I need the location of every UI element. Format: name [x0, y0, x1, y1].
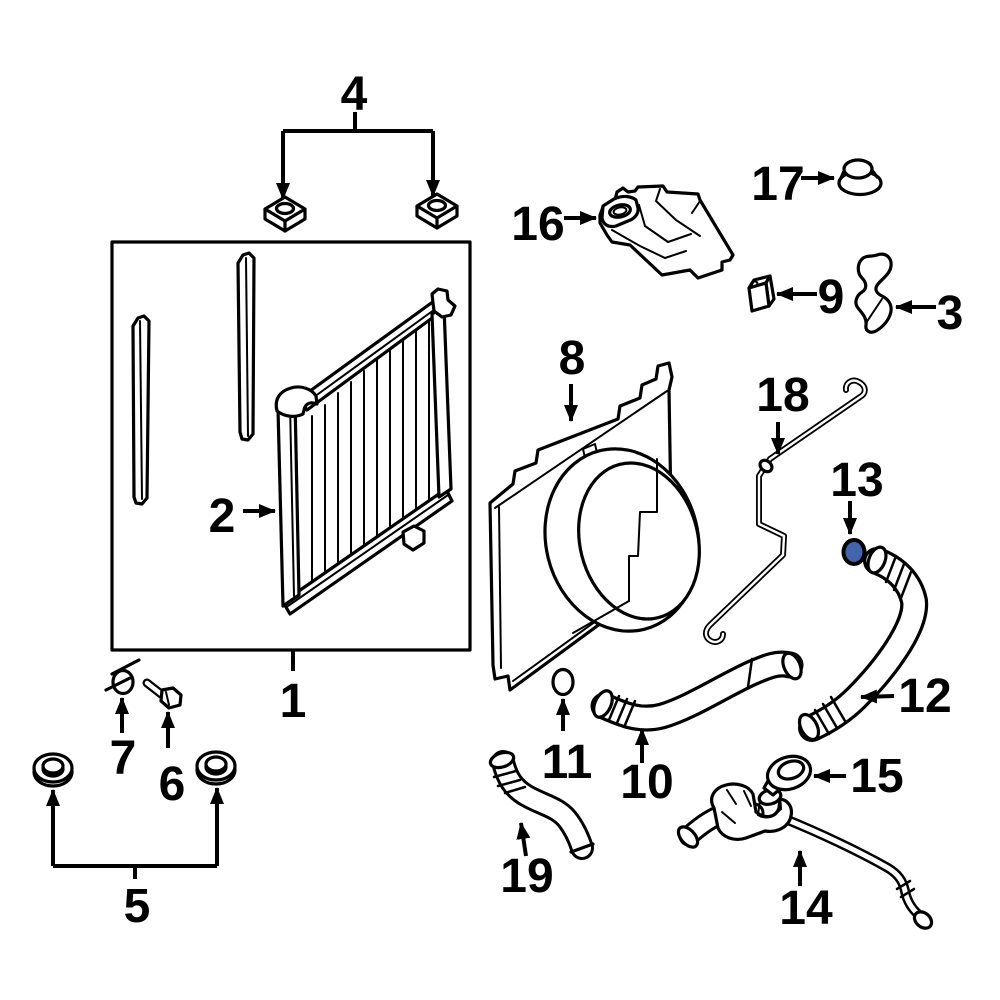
callout-6: 6 [159, 758, 186, 811]
callout-2: 2 [209, 490, 236, 543]
leader-arrow-12 [860, 689, 895, 704]
callout-15: 15 [850, 750, 903, 803]
upper-radiator-hose [797, 545, 929, 742]
leader-lines [46, 112, 936, 886]
callout-1: 1 [280, 675, 307, 728]
reservoir-rod [703, 377, 868, 646]
radiator-side-seal-right [236, 251, 256, 442]
callout-17: 17 [751, 158, 804, 211]
callout-8: 8 [559, 332, 586, 385]
callout-4: 4 [341, 68, 368, 121]
outlet-gasket [762, 754, 813, 797]
callout-19: 19 [500, 850, 553, 903]
grommet-right [195, 750, 237, 786]
small-oring [551, 667, 575, 697]
callout-7: 7 [110, 732, 137, 785]
radiator-core [274, 287, 457, 616]
mounting-bolt [142, 678, 183, 710]
leader-arrow-19 [516, 822, 531, 857]
radiator-filler-corner [430, 287, 457, 319]
callout-10: 10 [620, 756, 673, 809]
callout-13: 13 [830, 454, 883, 507]
mounting-nut-right [415, 192, 459, 230]
callout-18: 18 [756, 369, 809, 422]
reservoir-cap [837, 158, 883, 197]
fan-shroud [488, 361, 701, 692]
callout-14: 14 [779, 882, 833, 935]
callout-5: 5 [124, 880, 151, 933]
lower-radiator-hose [590, 650, 804, 732]
callout-9: 9 [818, 271, 845, 324]
callout-3: 3 [937, 287, 964, 340]
mounting-nut-left [263, 195, 307, 233]
leader-bracket-4 [283, 112, 433, 133]
water-outlet-pipe [676, 782, 934, 930]
overflow-hose [488, 750, 595, 860]
callout-labels: 1 2 3 4 5 6 7 8 9 10 11 12 13 14 15 16 1… [110, 68, 964, 935]
callout-16: 16 [511, 198, 564, 251]
leader-bracket-5 [53, 864, 217, 879]
radiator-side-seal-left [131, 314, 151, 506]
callout-12: 12 [898, 670, 951, 723]
radiator-left-tank [276, 398, 301, 608]
grommet-left [32, 752, 74, 788]
coolant-reservoir-tank [598, 184, 735, 280]
radiator-inlet-neck [274, 385, 319, 418]
radiator-assembly-box [110, 240, 472, 652]
hose-bracket [854, 252, 893, 334]
radiator-drain-tab [401, 524, 426, 552]
highlighted-oring [841, 538, 867, 566]
callout-11: 11 [542, 736, 593, 789]
spring-clamp [104, 658, 141, 696]
hose-clip [747, 274, 776, 313]
